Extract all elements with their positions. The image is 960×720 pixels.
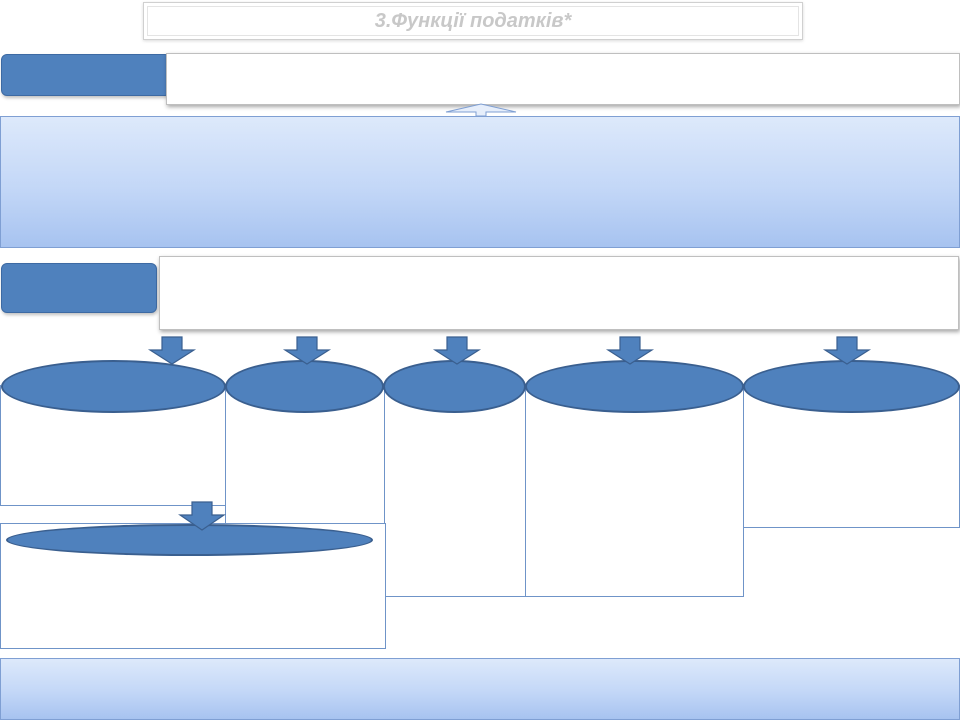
slide-title-box: 3.Функції податків* (143, 2, 803, 40)
title-inner-frame (147, 6, 799, 36)
slide-title: 3.Функції податків* (374, 9, 572, 32)
function-ellipse-1 (1, 360, 226, 413)
function-ellipse-2 (225, 360, 384, 413)
function-ellipse-4 (525, 360, 744, 413)
column-box-3 (384, 385, 526, 597)
main-gradient-band (0, 116, 960, 248)
top-definition-panel (166, 53, 960, 105)
function-ellipse-5 (743, 360, 960, 413)
top-label-tab (1, 54, 171, 96)
function-ellipse-3 (383, 360, 526, 413)
functions-label-tab (1, 263, 157, 313)
sub-function-ellipse (6, 524, 373, 556)
functions-definition-panel (159, 256, 959, 330)
down-arrow-icon (147, 336, 197, 365)
bottom-gradient-band (0, 658, 960, 720)
column-box-4 (525, 385, 744, 597)
